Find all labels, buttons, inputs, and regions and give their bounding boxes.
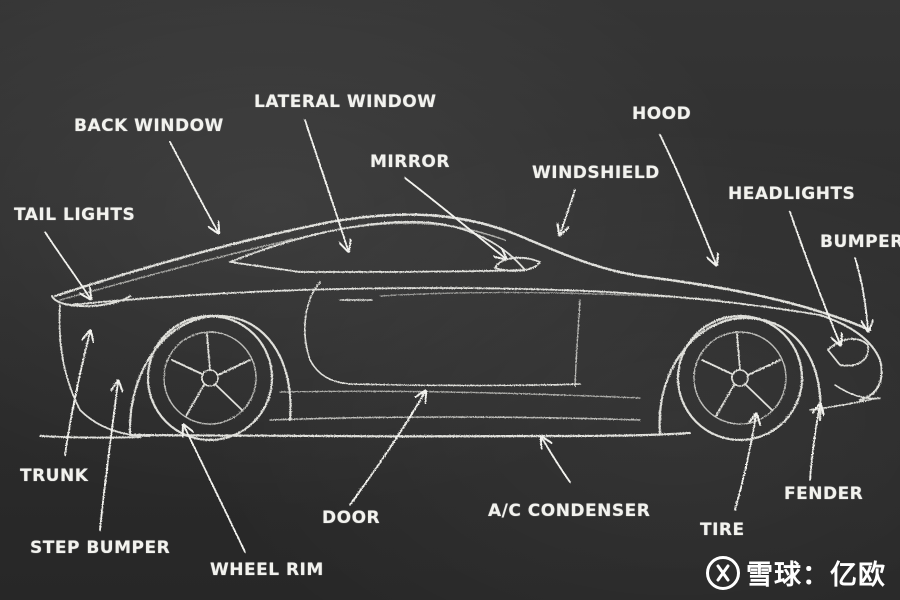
- window-outline: [229, 220, 526, 273]
- headlight: [827, 338, 870, 367]
- arrow-trunk: [64, 332, 90, 456]
- arrow-back-window: [169, 141, 218, 232]
- shoulder-line: [69, 287, 821, 316]
- sill-line-3: [279, 390, 641, 399]
- label-back-window: BACK WINDOW: [74, 116, 224, 136]
- front-rim: [693, 331, 787, 425]
- label-mirror: MIRROR: [370, 152, 450, 172]
- front-tire: [676, 314, 804, 442]
- nose-shape: [819, 314, 883, 401]
- shoulder-line-2: [379, 291, 721, 301]
- arrow-fender: [809, 405, 820, 481]
- tail-shape: [51, 295, 131, 308]
- label-fender: FENDER: [784, 484, 864, 504]
- rear-hub: [201, 369, 219, 387]
- label-door: DOOR: [322, 508, 381, 528]
- door-line: [304, 281, 351, 385]
- label-trunk: TRUNK: [20, 466, 89, 486]
- front-hub: [731, 369, 749, 387]
- arrow-bumper: [854, 257, 868, 330]
- label-step-bumper: STEP BUMPER: [30, 538, 171, 558]
- label-bumper: BUMPER: [820, 232, 900, 252]
- arrow-lateral-window: [304, 119, 348, 250]
- rear-rim: [163, 331, 257, 425]
- watermark-text: 雪球：亿欧: [746, 560, 886, 591]
- sill-line: [128, 431, 692, 438]
- rear-spokes: [171, 333, 251, 417]
- watermark: 雪球：亿欧: [706, 553, 886, 592]
- arrow-ac-condenser: [542, 438, 571, 483]
- arrow-step-bumper: [99, 382, 118, 531]
- front-wheel-arch: [658, 316, 822, 436]
- rear-body: [58, 304, 151, 437]
- arrow-mirror: [404, 177, 505, 258]
- door-lower: [349, 383, 581, 387]
- label-ac-condenser: A/C CONDENSER: [488, 501, 651, 521]
- arrow-wheel-rim: [184, 426, 246, 553]
- label-tail-lights: TAIL LIGHTS: [14, 205, 136, 225]
- underbody: [39, 435, 141, 439]
- label-lateral-window: LATERAL WINDOW: [254, 92, 437, 112]
- sill-line-2: [269, 416, 641, 421]
- label-tire: TIRE: [700, 520, 745, 540]
- snowball-logo-icon: [706, 555, 740, 590]
- front-spokes: [701, 333, 781, 417]
- label-wheel-rim: WHEEL RIM: [210, 560, 324, 580]
- label-hood: HOOD: [632, 104, 692, 124]
- roof-line: [53, 213, 872, 332]
- label-headlights: HEADLIGHTS: [728, 184, 856, 204]
- arrow-door: [349, 392, 425, 506]
- rear-tire: [146, 314, 274, 442]
- arrow-tire: [734, 415, 756, 511]
- arrow-tail-lights: [44, 231, 90, 298]
- mirror-shape: [494, 256, 541, 272]
- arrow-windshield: [560, 189, 576, 234]
- arrow-hood: [659, 134, 716, 264]
- label-windshield: WINDSHIELD: [532, 163, 660, 183]
- rear-wheel-arch: [128, 314, 292, 437]
- door-rear: [574, 299, 581, 387]
- arrow-headlights: [789, 211, 840, 344]
